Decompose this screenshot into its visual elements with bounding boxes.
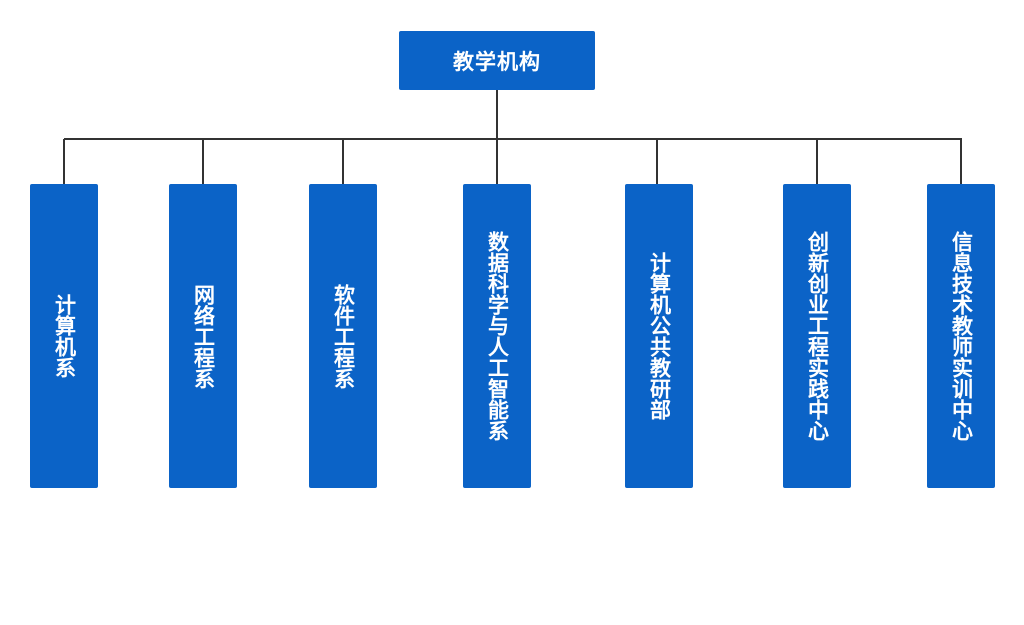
child-node-computer-science: 计算机系 bbox=[30, 184, 98, 488]
child-node-network-engineering: 网络工程系 bbox=[169, 184, 237, 488]
child-node-data-science-ai: 数据科学与人工智能系 bbox=[463, 184, 531, 488]
child-node-computer-public-teaching: 计算机公共教研部 bbox=[625, 184, 693, 488]
child-node-software-engineering: 软件工程系 bbox=[309, 184, 377, 488]
root-node-teaching-institutions: 教学机构 bbox=[399, 31, 595, 90]
child-node-it-teacher-training-center: 信息技术教师实训中心 bbox=[927, 184, 995, 488]
child-node-innovation-practice-center: 创新创业工程实践中心 bbox=[783, 184, 851, 488]
